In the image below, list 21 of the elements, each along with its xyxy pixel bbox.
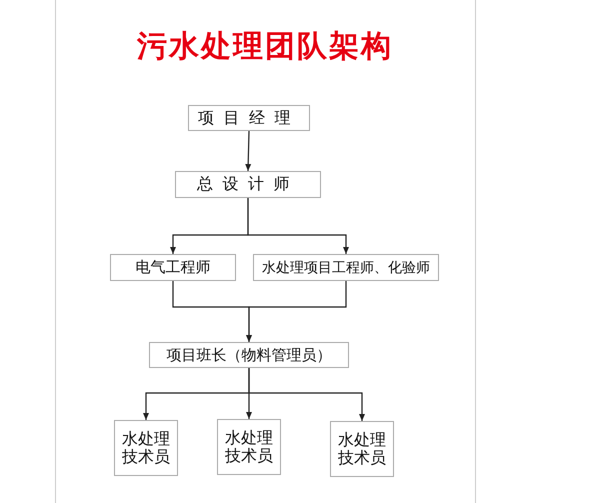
role-label: 项目班长（物料管理员） [166,346,332,364]
arrow [246,281,347,342]
chart-title: 污水处理团队架构 [136,28,394,66]
role-label: 电气工程师 [136,258,210,277]
role-label: 水处理技术员 [338,430,386,468]
role-box [188,105,310,131]
role-label: 水处理项目工程师、化验师 [262,258,430,276]
role-box [253,254,439,281]
role-label: 总设计师 [196,174,300,195]
role-box [149,342,349,368]
arrow [247,198,349,254]
arrow [245,130,252,172]
role-label: 水处理技术员 [122,430,170,466]
role-box [217,419,281,475]
role-label: 水处理技术员 [225,428,273,466]
role-box [175,171,321,198]
arrow [248,368,365,421]
role-label: 项目经理 [198,108,300,128]
role-box [114,420,178,476]
role-box [110,254,236,281]
role-box [330,421,394,477]
